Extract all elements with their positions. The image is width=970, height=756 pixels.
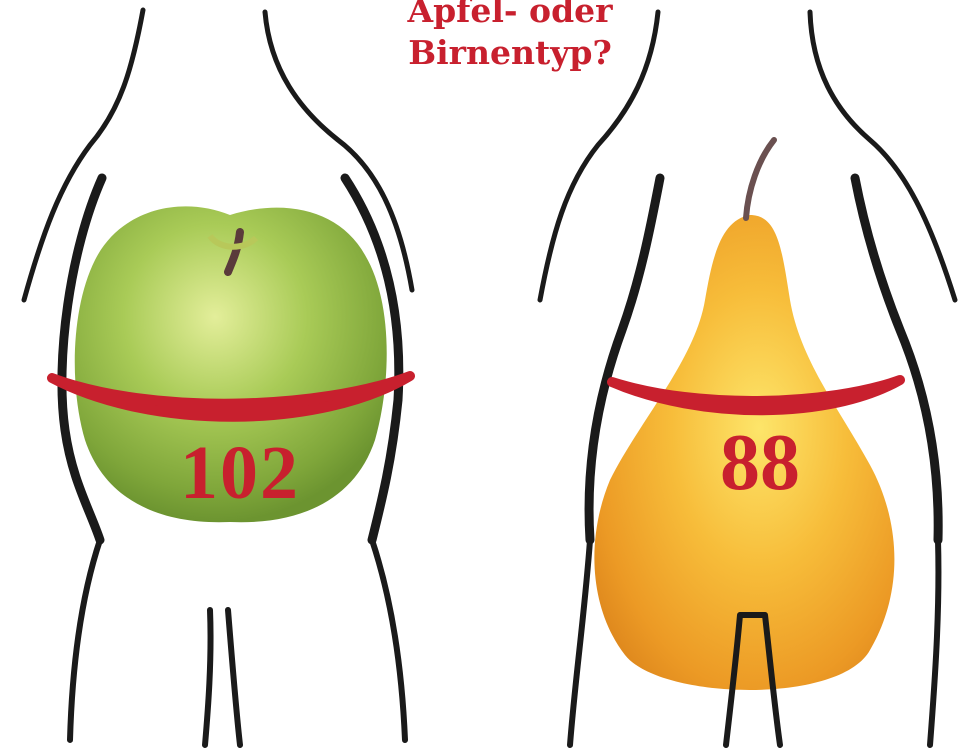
- left-outline-hip-right: [372, 540, 405, 740]
- right-outline-leg-left: [570, 540, 590, 745]
- left-outline-hip-left: [70, 540, 100, 740]
- right-outline-shoulder-right: [810, 12, 955, 300]
- title-line-1: Apfel- oder: [380, 0, 640, 32]
- right-outline-leg-right: [930, 540, 938, 745]
- pear-waist-value: 88: [650, 418, 870, 509]
- page-title: Apfel- oder Birnentyp?: [380, 0, 640, 74]
- title-line-2: Birnentyp?: [380, 32, 640, 74]
- pear-image: [594, 140, 894, 690]
- apple-waist-value: 102: [130, 430, 350, 517]
- left-outline-crotch: [205, 610, 240, 745]
